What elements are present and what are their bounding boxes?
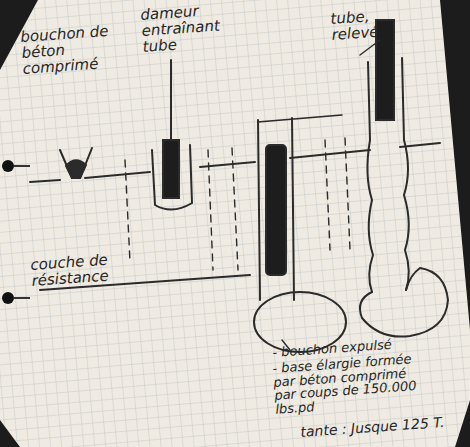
binder-ring <box>14 165 30 167</box>
leader-line <box>170 60 172 140</box>
annotation: - base élargie formée par béton comprimé… <box>272 352 425 417</box>
leader-line <box>258 115 342 122</box>
pile-shaft <box>367 140 408 292</box>
concrete-plug <box>66 160 86 178</box>
dashed-line <box>232 148 238 270</box>
dashed-line <box>208 150 213 270</box>
binder-ring <box>14 297 30 299</box>
binder-hole <box>2 292 14 304</box>
ground-line <box>30 143 440 182</box>
dashed-line <box>345 138 350 250</box>
dashed-line <box>325 140 330 250</box>
layer-label: couche de résistance <box>30 250 152 290</box>
binder-hole <box>2 160 14 172</box>
rammer <box>266 145 286 275</box>
rammer <box>163 140 179 198</box>
enlarged-base <box>360 268 448 337</box>
annotation: dameur entraînant tube <box>140 2 231 55</box>
tube <box>258 118 294 300</box>
leader-line <box>360 40 380 55</box>
annotation: tante : Jusque 125 T. <box>300 413 470 440</box>
annotation: bouchon de béton comprimé <box>20 24 113 77</box>
dashed-line <box>125 160 130 262</box>
concrete-plug <box>60 148 92 178</box>
annotation: tube, relevé <box>330 6 417 43</box>
